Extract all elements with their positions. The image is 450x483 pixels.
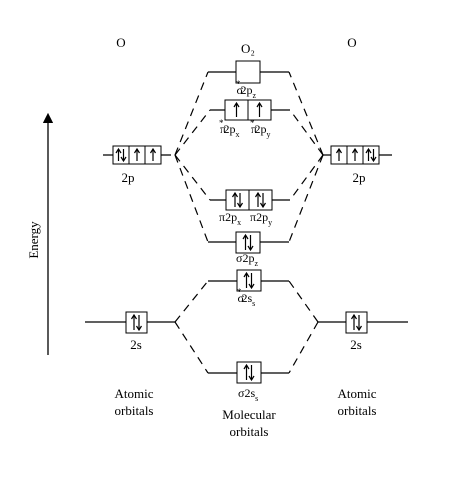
pi-star-2p-box-cell-2 [247, 99, 272, 121]
label-pi-2py: π2py [250, 210, 272, 227]
right-2p-label: 2p [353, 170, 366, 185]
pi-star-2p-box-cell-1 [224, 99, 249, 121]
sigma-star-2s-box-cell-1 [236, 269, 262, 292]
pi-star-2p-box [224, 99, 272, 121]
label-pi-star-2py: π*2py [250, 118, 271, 139]
right-2p-box-cell-2 [346, 145, 364, 165]
label-sigma-star-2s: σ*2ss [237, 287, 255, 308]
sigma-2pz-box-cell-1 [235, 231, 261, 254]
right-2p-box-cell-3 [362, 145, 380, 165]
sigma-star-2pz-box [235, 60, 261, 84]
sigma-2s-box-cell-1 [236, 361, 262, 384]
right-2s-label: 2s [350, 337, 362, 352]
label-sigma-star-2pz: σ*2pz [236, 79, 257, 100]
electron-up-arrow [231, 191, 239, 207]
label-pi-star-2px: π*2px [219, 118, 240, 139]
electron-up-arrow [254, 191, 262, 207]
electron-up-arrow [149, 147, 157, 161]
electron-down-arrow [120, 149, 127, 163]
correlation-lines [174, 71, 324, 374]
right-2s-box [345, 311, 368, 334]
atomic-orbitals-left-line1: Atomic [115, 386, 154, 401]
label-pi-2px: π2px [219, 210, 241, 227]
electron-up-arrow [351, 147, 359, 161]
electron-up-arrow [133, 147, 141, 161]
sigma-star-2s-box [236, 269, 262, 292]
electron-up-arrow [365, 147, 372, 161]
electron-up-arrow [335, 147, 343, 161]
sigma-star-2pz-box-cell-1 [235, 60, 261, 84]
electron-down-arrow [248, 273, 255, 290]
right-atom-label: O [347, 35, 356, 50]
electron-down-arrow [135, 315, 143, 332]
electron-up-arrow [130, 313, 138, 330]
molecule-label: O₂ [241, 41, 255, 56]
electron-up-arrow [256, 101, 263, 117]
electron-down-arrow [236, 193, 244, 209]
sigma-2s-box [236, 361, 262, 384]
left-2p-box [112, 145, 162, 165]
electron-down-arrow [248, 365, 255, 382]
molecular-orbitals-line2: orbitals [230, 424, 269, 439]
pi-2p-box-cell-1 [225, 189, 250, 211]
label-sigma-2s: σ2ss [238, 386, 258, 403]
electron-up-arrow [233, 101, 240, 117]
left-2s-box [125, 311, 148, 334]
right-2s-box-cell-1 [345, 311, 368, 334]
left-2p-box-cell-2 [128, 145, 146, 165]
electron-down-arrow [355, 315, 363, 332]
pi-2p-box [225, 189, 273, 211]
atomic-orbitals-left-line2: orbitals [115, 403, 154, 418]
left-2p-box-cell-3 [144, 145, 162, 165]
left-atom-label: O [116, 35, 125, 50]
sigma-2pz-box [235, 231, 261, 254]
pi-2p-box-cell-2 [248, 189, 273, 211]
label-sigma-2pz: σ2pz [236, 251, 258, 268]
left-2p-label: 2p [122, 170, 135, 185]
atomic-orbitals-right-line1: Atomic [338, 386, 377, 401]
electron-up-arrow [243, 363, 250, 380]
left-2p-box-cell-1 [112, 145, 130, 165]
electron-down-arrow [370, 149, 377, 163]
electron-up-arrow [243, 271, 250, 288]
electron-up-arrow [350, 313, 358, 330]
electron-down-arrow [247, 235, 254, 252]
electron-up-arrow [115, 147, 122, 161]
energy-axis-label: Energy [26, 221, 41, 259]
electron-down-arrow [259, 193, 267, 209]
atomic-orbitals-right-line2: orbitals [338, 403, 377, 418]
molecular-orbitals-line1: Molecular [222, 407, 276, 422]
orbital-boxes [112, 60, 380, 384]
right-2p-box-cell-1 [330, 145, 348, 165]
left-2s-label: 2s [130, 337, 142, 352]
left-2s-box-cell-1 [125, 311, 148, 334]
electron-up-arrow [242, 233, 249, 250]
right-2p-box [330, 145, 380, 165]
